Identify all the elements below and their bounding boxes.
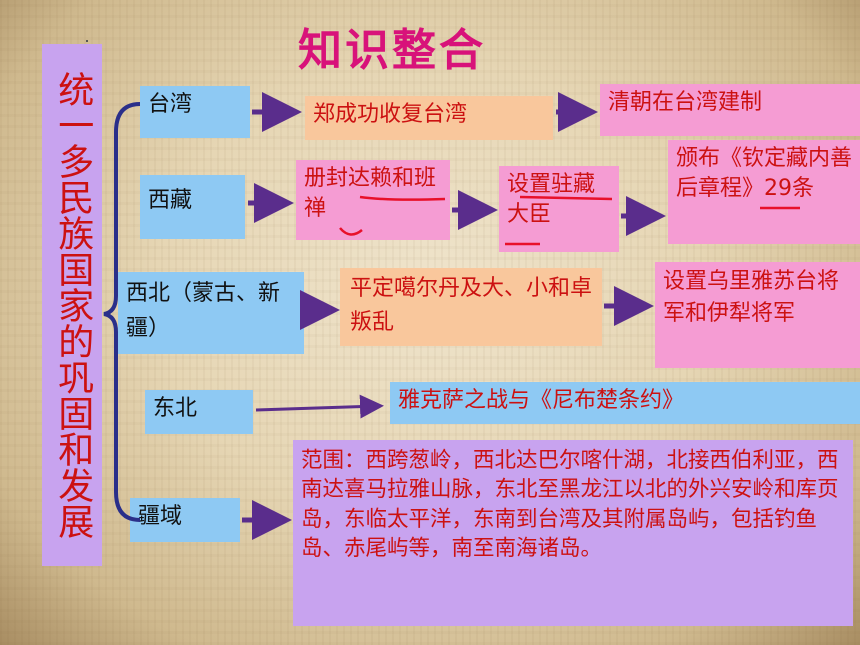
region-taiwan: 台湾 xyxy=(140,86,250,138)
northwest-step1: 平定噶尔丹及大、小和卓叛乱 xyxy=(340,268,602,346)
theme-label: 统一多民族国家的巩固和发展 xyxy=(42,44,102,566)
decorative-dot xyxy=(86,40,88,42)
tibet-step1: 册封达赖和班禅 xyxy=(296,160,450,240)
page-title: 知识整合 xyxy=(298,25,486,76)
region-northeast: 东北 xyxy=(145,390,253,434)
region-territory: 疆域 xyxy=(130,498,240,542)
northeast-step1: 雅克萨之战与《尼布楚条约》 xyxy=(390,382,860,424)
tibet-step3: 颁布《钦定藏内善后章程》29条 xyxy=(668,140,860,244)
northwest-step2: 设置乌里雅苏台将军和伊犁将军 xyxy=(655,262,860,368)
territory-description: 范围：西跨葱岭，西北达巴尔喀什湖，北接西伯利亚，西南达喜马拉雅山脉，东北至黑龙江… xyxy=(293,440,853,626)
taiwan-step2: 清朝在台湾建制 xyxy=(600,84,860,136)
tibet-step2: 设置驻藏大臣 xyxy=(499,166,619,252)
taiwan-step1: 郑成功收复台湾 xyxy=(305,96,553,140)
region-northwest: 西北（蒙古、新疆） xyxy=(118,272,304,354)
region-tibet: 西藏 xyxy=(140,175,245,239)
